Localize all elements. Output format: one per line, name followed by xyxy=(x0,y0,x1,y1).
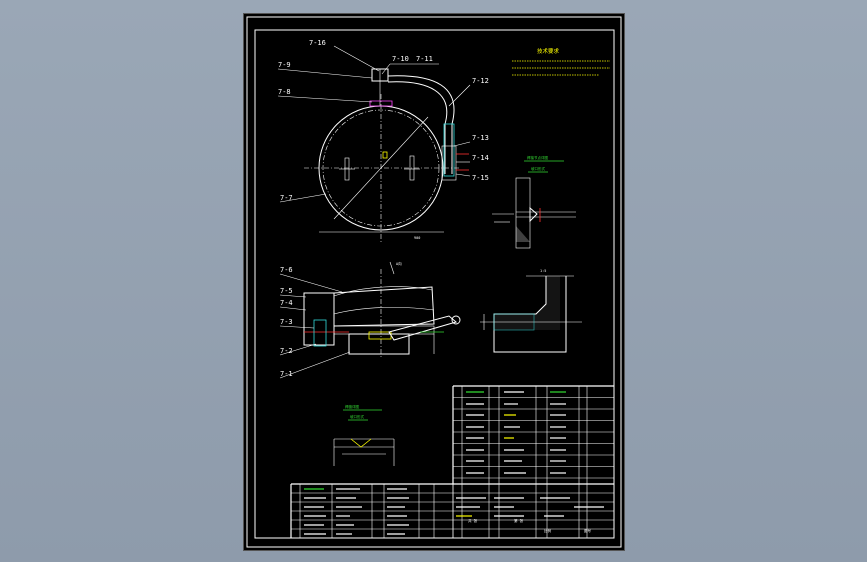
svg-text:1:5: 1:5 xyxy=(540,269,546,273)
svg-text:焊缝详图: 焊缝详图 xyxy=(345,404,359,409)
part-label: 7-10 xyxy=(392,55,409,63)
top-view: 900 xyxy=(304,68,469,244)
side-view: A向 xyxy=(303,261,461,359)
part-label: 7-9 xyxy=(278,61,291,69)
weld-detail-a: 焊接节点详图 坡口形式 xyxy=(492,155,576,249)
outer-frame xyxy=(246,16,622,548)
title-block: 共 张 第 张 比例 图号 xyxy=(468,518,592,533)
svg-text:图号: 图号 xyxy=(584,528,592,533)
side-view-leaders: 7-6 7-5 7-4 7-3 7-2 7-1 xyxy=(279,266,351,379)
cad-drawing: 900 7-16 7-10 7-11 7-9 7-8 7-12 7-13 7-1… xyxy=(246,16,622,548)
part-label: 7-12 xyxy=(472,77,489,85)
svg-text:焊接节点详图: 焊接节点详图 xyxy=(527,155,548,160)
svg-text:7-4: 7-4 xyxy=(280,299,293,307)
svg-text:坡口形式: 坡口形式 xyxy=(350,414,364,419)
part-label: 7-7 xyxy=(280,194,293,202)
part-label: 7-15 xyxy=(472,174,489,182)
svg-text:第 张: 第 张 xyxy=(514,518,524,523)
svg-text:7-5: 7-5 xyxy=(280,287,293,295)
top-view-leaders: 7-16 7-10 7-11 7-9 7-8 7-12 7-13 7-14 7-… xyxy=(277,39,489,203)
svg-text:7-3: 7-3 xyxy=(280,318,293,326)
svg-text:坡口形式: 坡口形式 xyxy=(531,166,545,171)
svg-text:7-1: 7-1 xyxy=(280,370,293,378)
svg-text:比例: 比例 xyxy=(544,528,552,533)
svg-text:A向: A向 xyxy=(396,261,402,266)
tech-notes: 技术要求 xyxy=(512,47,610,76)
inner-frame xyxy=(254,29,615,539)
part-label: 7-14 xyxy=(472,154,489,162)
parts-table xyxy=(290,385,615,539)
svg-text:7-2: 7-2 xyxy=(280,347,293,355)
weld-detail-b: 1:5 xyxy=(480,269,582,353)
svg-text:共 张: 共 张 xyxy=(468,518,478,523)
part-label: 7-13 xyxy=(472,134,489,142)
drawing-sheet: 900 7-16 7-10 7-11 7-9 7-8 7-12 7-13 7-1… xyxy=(243,13,625,551)
part-label: 7-16 xyxy=(309,39,326,47)
svg-text:7-6: 7-6 xyxy=(280,266,293,274)
tech-title: 技术要求 xyxy=(537,47,560,55)
svg-text:900: 900 xyxy=(414,236,420,240)
part-label: 7-11 xyxy=(416,55,433,63)
weld-detail-c: 焊缝详图 坡口形式 xyxy=(333,404,395,466)
part-label: 7-8 xyxy=(278,88,291,96)
